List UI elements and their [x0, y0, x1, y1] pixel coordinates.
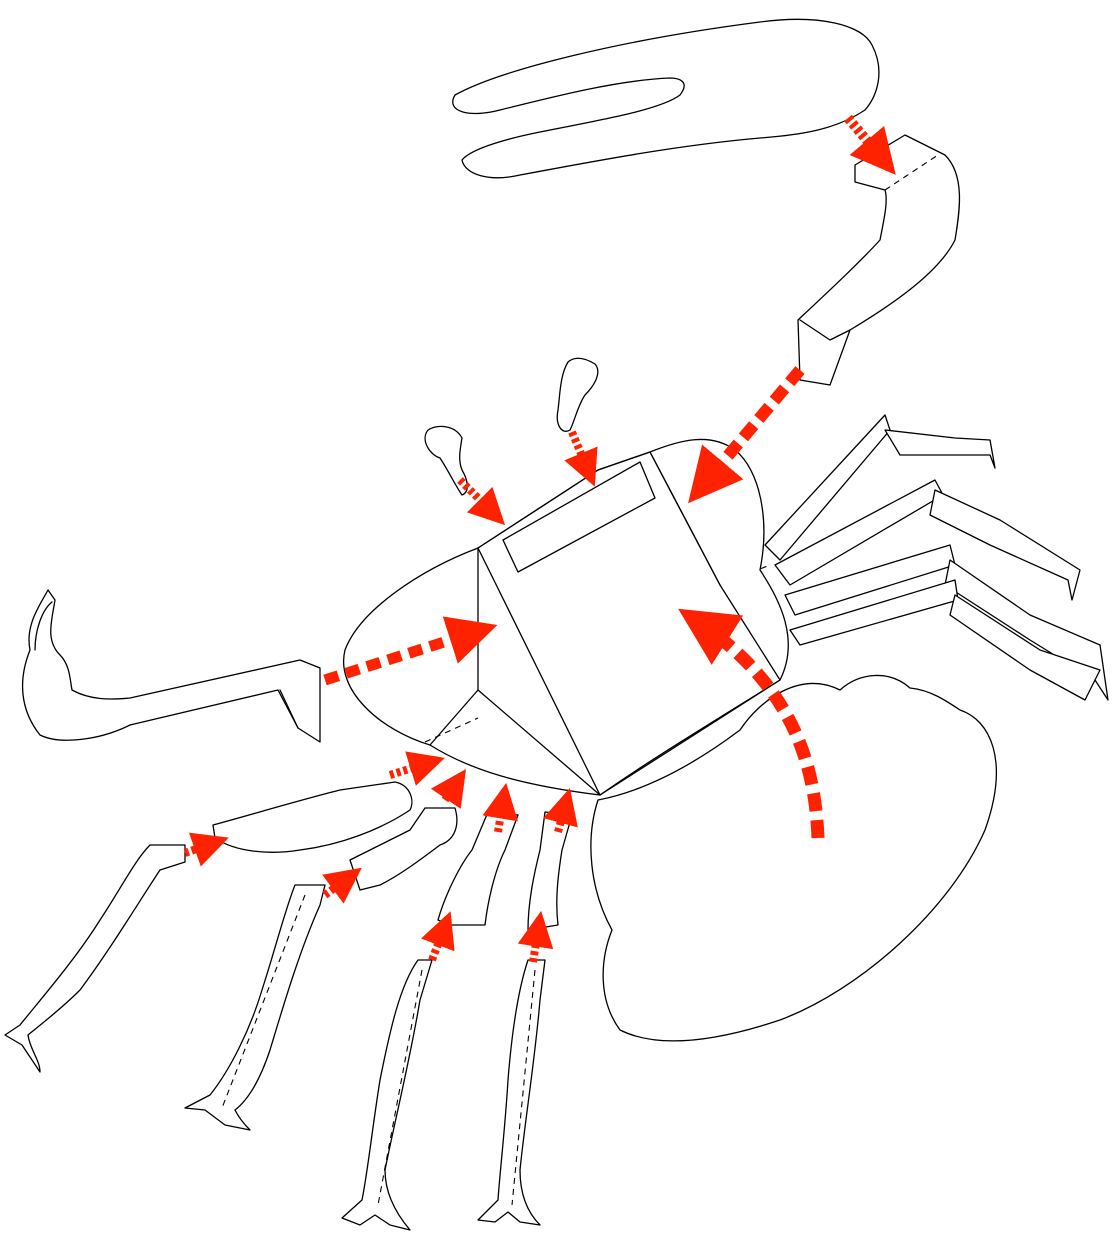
arrow-eyestalk-right	[572, 432, 592, 480]
arrow-leg2-upper	[445, 775, 462, 800]
arrow-leg1-upper	[390, 760, 438, 775]
eyestalk-right	[557, 358, 598, 431]
small-claw	[23, 590, 320, 742]
eyestalk-left	[425, 426, 467, 495]
carapace	[344, 439, 789, 795]
walking-leg-1	[5, 782, 412, 1072]
large-claw-carpus	[798, 135, 959, 385]
arrow-leg2-lower	[325, 872, 356, 895]
arrow-leg3-lower	[432, 918, 448, 960]
large-claw	[453, 19, 879, 177]
arrow-leg1-lower	[185, 840, 222, 853]
arrow-eyestalk-left	[460, 480, 500, 520]
